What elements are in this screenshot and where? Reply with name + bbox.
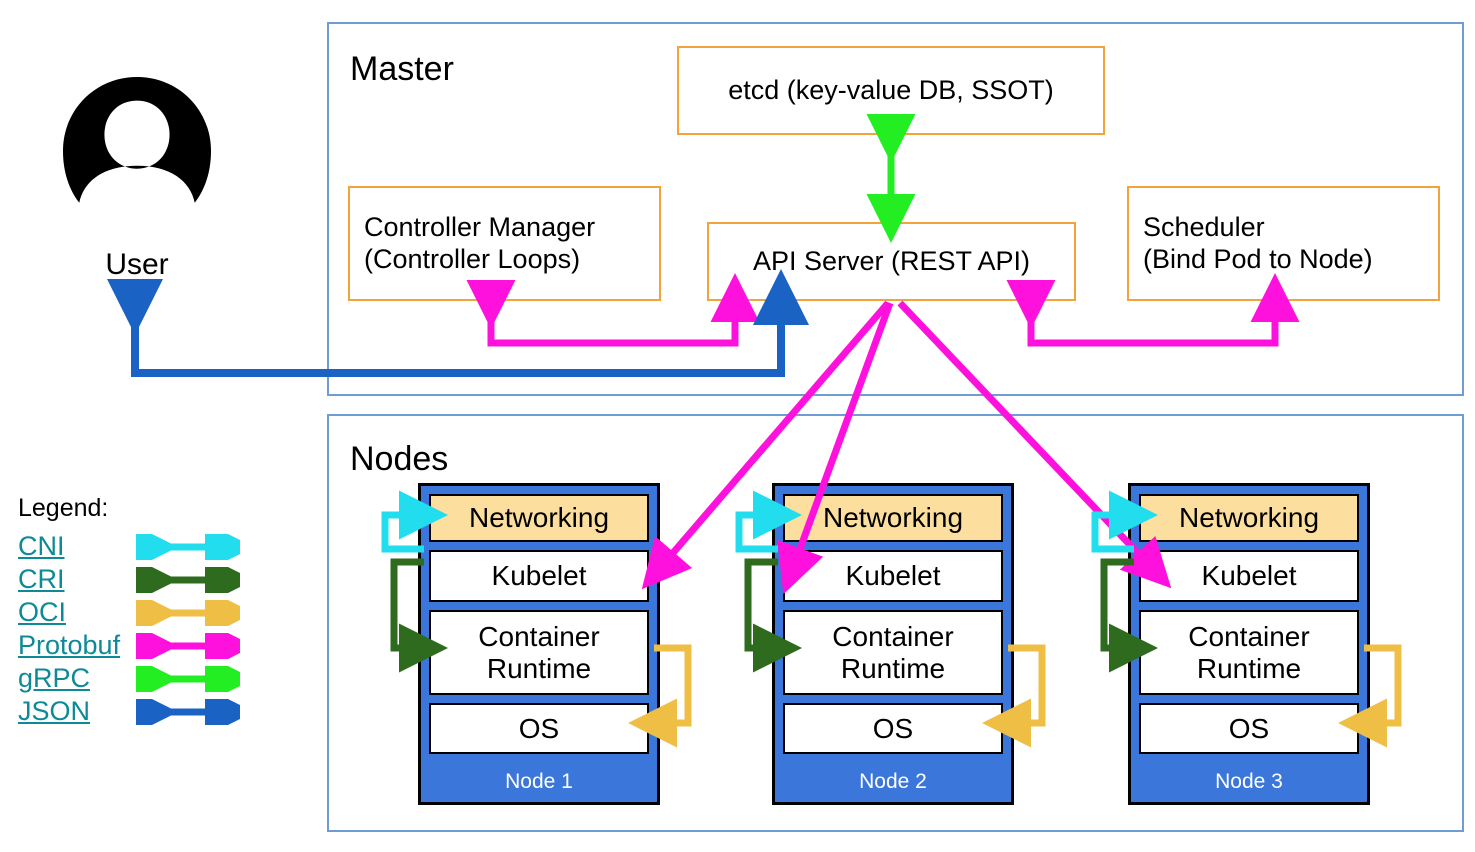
nodes-group-title: Nodes [350,440,449,478]
node2-layer-os: OS [783,703,1003,754]
legend-swatch-cri [136,566,240,593]
legend-row-grpc[interactable]: gRPC [18,662,240,695]
node2-name: Node 2 [859,770,927,793]
node1-layer-os: OS [429,703,649,754]
node3-layer-networking: Networking [1139,494,1359,542]
node1-name: Node 1 [505,770,573,793]
legend-label-cri[interactable]: CRI [18,564,65,594]
legend-label-protobuf[interactable]: Protobuf [18,630,121,660]
api-server-box[interactable]: API Server (REST API) [707,222,1076,301]
scheduler-box[interactable]: Scheduler(Bind Pod to Node) [1127,186,1440,301]
legend-swatch-protobuf [136,632,240,659]
legend: Legend: CNI CRI OCI Protobuf [18,496,240,728]
user-label: User [105,248,169,281]
node2-layer-networking: Networking [783,494,1003,542]
user-avatar-icon [63,76,211,203]
node3-name: Node 3 [1215,770,1283,793]
node3-layer-kubelet: Kubelet [1139,550,1359,602]
master-group-frame [327,22,1464,396]
legend-label-json[interactable]: JSON [18,696,91,726]
legend-row-cni[interactable]: CNI [18,530,240,563]
controller-manager-box[interactable]: Controller Manager(Controller Loops) [348,186,661,301]
legend-label-cni[interactable]: CNI [18,531,65,561]
master-group-title: Master [350,50,454,88]
legend-label-oci[interactable]: OCI [18,597,67,627]
legend-row-oci[interactable]: OCI [18,596,240,629]
legend-row-json[interactable]: JSON [18,695,240,728]
legend-title: Legend: [18,494,109,522]
legend-row-cri[interactable]: CRI [18,563,240,596]
node2-layer-kubelet: Kubelet [783,550,1003,602]
legend-swatch-json [136,698,240,725]
etcd-box[interactable]: etcd (key-value DB, SSOT) [677,46,1105,135]
node1-layer-networking: Networking [429,494,649,542]
node1-layer-kubelet: Kubelet [429,550,649,602]
legend-row-protobuf[interactable]: Protobuf [18,629,240,662]
legend-swatch-grpc [136,665,240,692]
nodes-group-frame [327,414,1464,832]
node3-layer-os: OS [1139,703,1359,754]
legend-swatch-cni [136,533,240,560]
legend-swatch-oci [136,599,240,626]
legend-label-grpc[interactable]: gRPC [18,663,91,693]
